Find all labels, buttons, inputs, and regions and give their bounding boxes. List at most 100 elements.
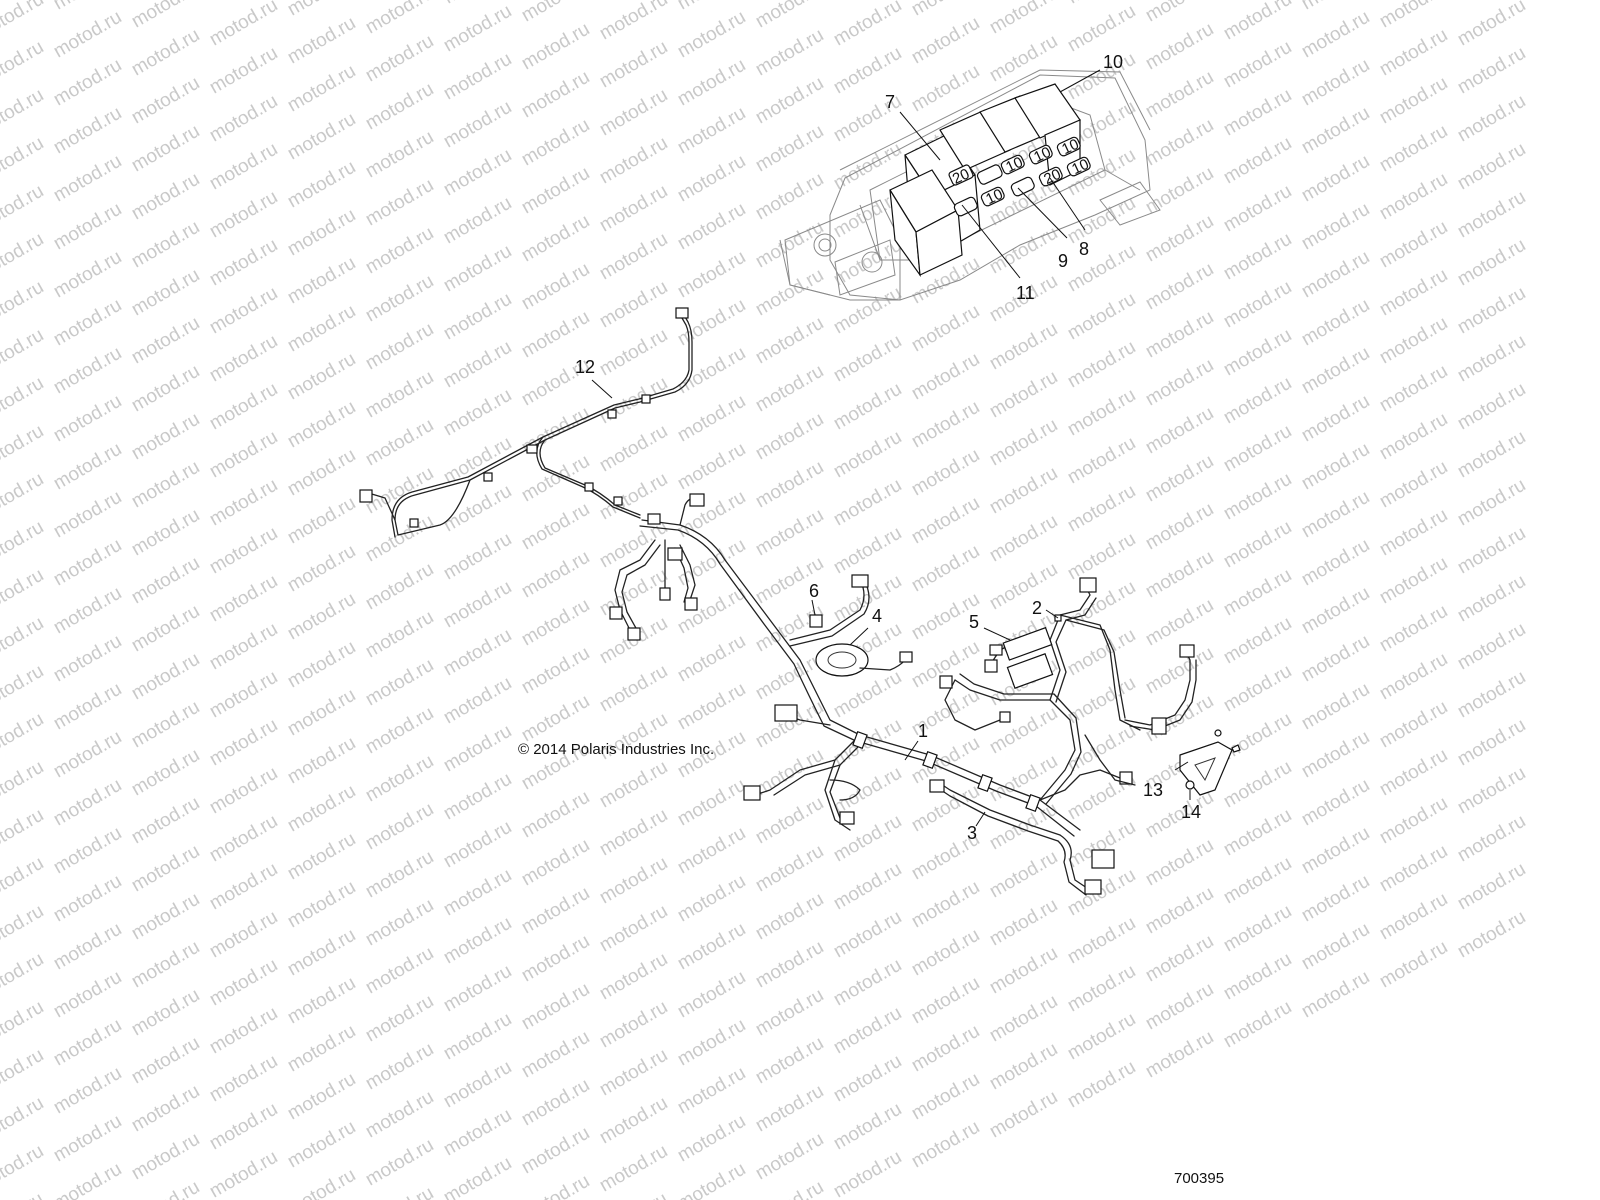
callout-13: 13 — [1143, 780, 1163, 800]
watermark-text: motod.ru — [1064, 481, 1139, 537]
watermark-text: motod.ru — [362, 703, 437, 759]
watermark-text: motod.ru — [752, 169, 827, 225]
copyright-text: © 2014 Polaris Industries Inc. — [518, 741, 714, 758]
watermark-text: motod.ru — [1454, 475, 1529, 531]
watermark-text: motod.ru — [596, 37, 671, 93]
watermark-text: motod.ru — [830, 283, 905, 339]
watermark-text: motod.ru — [1376, 553, 1451, 609]
watermark-text: motod.ru — [50, 487, 125, 543]
watermark-text: motod.ru — [1376, 361, 1451, 417]
watermark-text: motod.ru — [1298, 391, 1373, 447]
watermark-text: motod.ru — [1298, 103, 1373, 159]
watermark-text: motod.ru — [440, 817, 515, 873]
watermark-text: motod.ru — [1142, 163, 1217, 219]
watermark-text: motod.ru — [440, 241, 515, 297]
watermark-text: motod.ru — [440, 193, 515, 249]
watermark-text: motod.ru — [752, 889, 827, 945]
watermark-text: motod.ru — [50, 7, 125, 63]
watermark-text: motod.ru — [596, 805, 671, 861]
watermark-text: motod.ru — [830, 955, 905, 1011]
watermark-text: motod.ru — [284, 685, 359, 741]
watermark-text: motod.ru — [362, 655, 437, 711]
watermark-text: motod.ru — [1376, 649, 1451, 705]
watermark-text: motod.ru — [284, 109, 359, 165]
watermark-text: motod.ru — [908, 877, 983, 933]
watermark-text: motod.ru — [362, 271, 437, 327]
watermark-text: motod.ru — [1220, 565, 1295, 621]
watermark-text: motod.ru — [752, 217, 827, 273]
watermark-text: motod.ru — [440, 913, 515, 969]
watermark-text: motod.ru — [752, 793, 827, 849]
watermark-text: motod.ru — [1064, 433, 1139, 489]
watermark-text: motod.ru — [128, 601, 203, 657]
watermark-text: motod.ru — [674, 103, 749, 159]
watermark-text: motod.ru — [1064, 193, 1139, 249]
watermark-text: motod.ru — [206, 667, 281, 723]
watermark-text: motod.ru — [518, 883, 593, 939]
watermark-text: motod.ru — [50, 583, 125, 639]
watermark-text: motod.ru — [908, 397, 983, 453]
watermark-text: motod.ru — [1376, 265, 1451, 321]
watermark-text: motod.ru — [128, 265, 203, 321]
callout-5: 5 — [969, 612, 979, 632]
part-14-nut — [1185, 780, 1195, 790]
watermark-text: motod.ru — [596, 661, 671, 717]
watermark-text: motod.ru — [50, 439, 125, 495]
watermark-text: motod.ru — [1376, 25, 1451, 81]
watermark-text: motod.ru — [206, 715, 281, 771]
watermark-text: motod.ru — [1142, 883, 1217, 939]
watermark-text: motod.ru — [518, 499, 593, 555]
fuse-label-10b: 10 — [1031, 144, 1053, 166]
watermark-text: motod.ru — [206, 331, 281, 387]
watermark-text: motod.ru — [1298, 55, 1373, 111]
watermark-text: motod.ru — [440, 865, 515, 921]
watermark-text: motod.ru — [0, 565, 47, 621]
watermark-text: motod.ru — [596, 1045, 671, 1101]
watermark-text: motod.ru — [596, 277, 671, 333]
watermark-text: motod.ru — [596, 1093, 671, 1149]
watermark-text: motod.ru — [518, 67, 593, 123]
watermark-text: motod.ru — [50, 823, 125, 879]
watermark-text: motod.ru — [50, 871, 125, 927]
watermark-text: motod.ru — [206, 1051, 281, 1107]
watermark-text: motod.ru — [674, 439, 749, 495]
watermark-text: motod.ru — [830, 427, 905, 483]
watermark-text: motod.ru — [50, 1063, 125, 1119]
watermark-text: motod.ru — [128, 745, 203, 801]
fuse-label-10e: 10 — [1069, 156, 1091, 178]
watermark-text: motod.ru — [0, 85, 47, 141]
watermark-text: motod.ru — [830, 235, 905, 291]
watermark-text: motod.ru — [830, 859, 905, 915]
watermark-text: motod.ru — [1454, 43, 1529, 99]
watermark-text: motod.ru — [206, 907, 281, 963]
watermark-text: motod.ru — [362, 991, 437, 1047]
watermark-text: motod.ru — [986, 319, 1061, 375]
watermark-text: motod.ru — [674, 199, 749, 255]
watermark-text: motod.ru — [908, 733, 983, 789]
watermark-text: motod.ru — [0, 517, 47, 573]
watermark-text: motod.ru — [752, 1129, 827, 1185]
watermark-text: motod.ru — [1220, 85, 1295, 141]
watermark-text: motod.ru — [1376, 73, 1451, 129]
callout-10: 10 — [1103, 52, 1123, 72]
watermark-text: motod.ru — [206, 523, 281, 579]
callout-14: 14 — [1181, 802, 1201, 822]
watermark-text: motod.ru — [1142, 979, 1217, 1035]
watermark-text: motod.ru — [986, 367, 1061, 423]
watermark-text: motod.ru — [128, 313, 203, 369]
callout-12: 12 — [575, 357, 595, 377]
watermark-text: motod.ru — [1454, 91, 1529, 147]
watermark-text: motod.ru — [362, 607, 437, 663]
watermark-text: motod.ru — [284, 253, 359, 309]
watermark-text: motod.ru — [1220, 613, 1295, 669]
watermark-text: motod.ru — [1298, 583, 1373, 639]
watermark-text: motod.ru — [50, 727, 125, 783]
watermark-text: motod.ru — [50, 535, 125, 591]
watermark-text: motod.ru — [0, 37, 47, 93]
watermark-text: motod.ru — [1298, 7, 1373, 63]
watermark-text: motod.ru — [440, 577, 515, 633]
watermark-text: motod.ru — [206, 1147, 281, 1200]
watermark-text: motod.ru — [128, 409, 203, 465]
watermark-text: motod.ru — [1454, 283, 1529, 339]
watermark-text: motod.ru — [206, 955, 281, 1011]
